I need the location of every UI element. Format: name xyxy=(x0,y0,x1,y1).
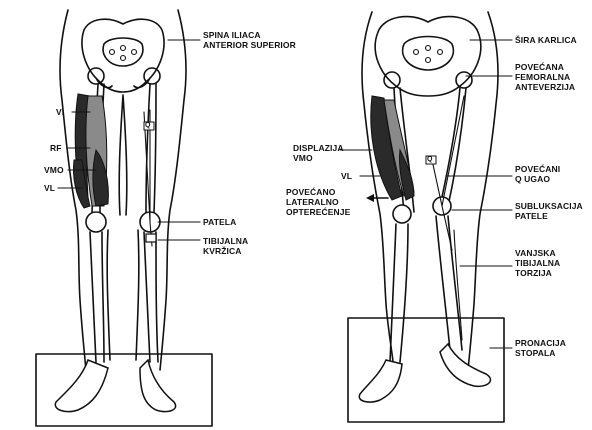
label-vi: VI xyxy=(56,107,64,117)
right-platform xyxy=(348,318,504,422)
right-sacral-foramen xyxy=(414,50,419,55)
label-spina-iliaca: SPINA ILIACA ANTERIOR SUPERIOR xyxy=(203,30,296,50)
left-figure xyxy=(36,10,212,426)
label-lateralno-opterecenje: POVEĆANO LATERALNO OPTEREĆENJE xyxy=(286,187,350,217)
right-pelvis xyxy=(375,17,481,96)
right-foot-right xyxy=(359,360,402,402)
label-tibijalna-torzija: VANJSKA TIBIJALNA TORZIJA xyxy=(515,248,560,278)
left-platform xyxy=(36,354,212,426)
right-sacral-foramen xyxy=(438,50,443,55)
left-sacral-foramen xyxy=(121,56,126,61)
left-sacral-foramen xyxy=(110,50,115,55)
label-subluksacija-patele: SUBLUKSACIJA PATELE xyxy=(515,201,583,221)
right-sacral-foramen xyxy=(426,46,431,51)
label-patela: PATELA xyxy=(203,217,236,227)
left-femur-left-leg xyxy=(146,84,156,212)
label-displazija-vmo: DISPLAZIJA VMO xyxy=(293,143,344,163)
label-tibijalna-kvrzica: TIBIJALNA KVRŽICA xyxy=(203,236,248,256)
right-leader-lines xyxy=(340,40,512,348)
left-sacral-foramen xyxy=(132,50,137,55)
label-q-left: Q xyxy=(145,121,151,131)
left-femoral-head-r xyxy=(88,68,104,84)
right-patella-right-leg xyxy=(393,205,411,223)
label-vl-right: VL xyxy=(341,171,352,181)
right-figure xyxy=(340,12,512,422)
right-foot-left-pronated xyxy=(440,344,490,386)
label-sira-karlica: ŠIRA KARLICA xyxy=(515,35,577,45)
label-femoralna-anteverzija: POVEĆANA FEMORALNA ANTEVERZIJA xyxy=(515,62,575,92)
label-pronacija-stopala: PRONACIJA STOPALA xyxy=(515,338,566,358)
left-tibia-right-leg xyxy=(90,232,104,362)
right-femoral-head-l xyxy=(456,72,472,88)
label-q-ugao: POVEĆANI Q UGAO xyxy=(515,164,560,184)
left-foot-right xyxy=(55,360,108,412)
label-rf: RF xyxy=(50,143,62,153)
right-tibia-right-leg xyxy=(390,224,408,362)
left-tibia-left-leg xyxy=(144,232,158,362)
left-tibial-tubercle xyxy=(146,234,156,242)
right-body-outline xyxy=(362,12,498,370)
label-q-right: Q xyxy=(427,155,433,165)
left-sacral-foramen xyxy=(121,46,126,51)
lateral-load-arrowhead xyxy=(366,194,374,202)
label-vl-left: VL xyxy=(44,183,55,193)
left-patella-right-leg xyxy=(86,212,106,232)
label-vmo: VMO xyxy=(44,165,64,175)
left-foot-left xyxy=(140,360,176,412)
right-femoral-head-r xyxy=(384,72,400,88)
right-sacral-foramen xyxy=(426,58,431,63)
